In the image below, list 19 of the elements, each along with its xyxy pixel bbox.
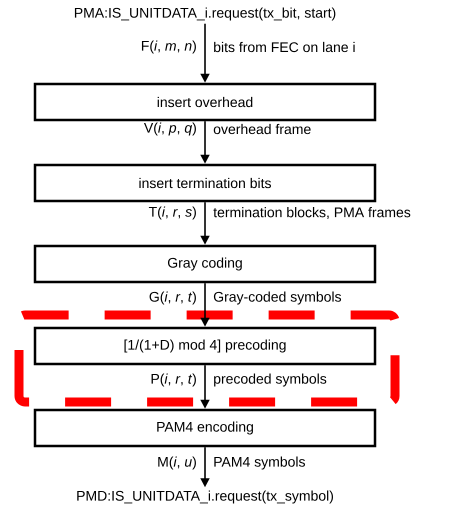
primitive-label: PMA:IS_UNITDATA_i.request(tx_bit, start): [74, 7, 336, 21]
primitive-label: PMD:IS_UNITDATA_i.request(tx_symbol): [77, 490, 333, 504]
process-box: [1/(1+D) mod 4] precoding: [34, 326, 376, 366]
edge-label: T(i, r, s): [148, 206, 196, 220]
edge-label: M(i, u): [158, 456, 196, 470]
edge-label: G(i, r, t): [150, 291, 196, 305]
edge-label: P(i, r, t): [152, 373, 196, 387]
process-box: insert overhead: [34, 82, 376, 122]
process-box: insert termination bits: [34, 164, 376, 202]
description-label: overhead frame: [214, 124, 311, 134]
edge-label: V(i, p, q): [144, 122, 196, 136]
description-label: PAM4 symbols: [214, 456, 305, 470]
description-label: precoded symbols: [214, 373, 326, 387]
process-box: PAM4 encoding: [34, 408, 376, 448]
description-label: bits from FEC on lane i: [214, 42, 355, 52]
process-box: Gray coding: [34, 244, 376, 284]
description-label: termination blocks, PMA frames: [213, 207, 410, 219]
edge-label: F(i, m, n): [142, 40, 196, 54]
description-label: Gray-coded symbols: [214, 291, 342, 305]
